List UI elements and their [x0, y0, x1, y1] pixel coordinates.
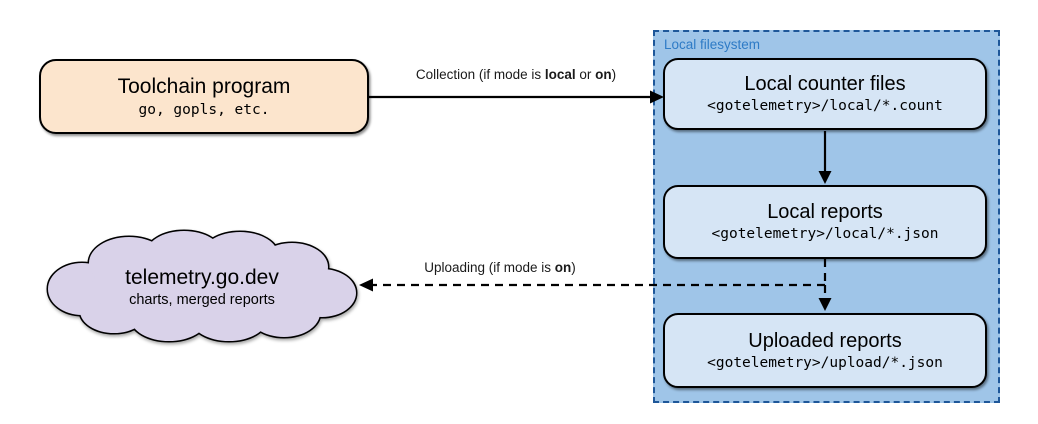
cloud-shape: [46, 229, 358, 343]
local-counter-files-path: <gotelemetry>/local/*.count: [707, 98, 943, 115]
uploading-label-bold-on: on: [554, 260, 572, 275]
uploading-label-text: Uploading (if mode is: [424, 260, 555, 275]
uploading-label-text: ): [571, 260, 576, 275]
collection-label-text: or: [575, 67, 596, 82]
local-reports-title: Local reports: [767, 201, 883, 224]
collection-arrow-label: Collection (if mode is local or on): [375, 67, 657, 82]
collection-label-bold-local: local: [544, 67, 576, 82]
local-reports-node: Local reports <gotelemetry>/local/*.json: [663, 185, 987, 259]
collection-label-text: ): [611, 67, 617, 82]
uploaded-reports-title: Uploaded reports: [748, 329, 902, 352]
toolchain-program-node: Toolchain program go, gopls, etc.: [39, 59, 369, 134]
uploaded-reports-node: Uploaded reports <gotelemetry>/upload/*.…: [663, 313, 987, 388]
local-counter-files-node: Local counter files <gotelemetry>/local/…: [663, 58, 987, 130]
local-reports-path: <gotelemetry>/local/*.json: [711, 226, 939, 243]
local-counter-files-title: Local counter files: [744, 73, 906, 96]
local-filesystem-group: Local filesystem Local counter files <go…: [653, 30, 1000, 403]
cloud-fill: [48, 231, 356, 341]
collection-label-text: Collection (if mode is: [415, 67, 545, 82]
collection-arrow: [369, 90, 664, 104]
local-filesystem-label: Local filesystem: [664, 37, 761, 52]
uploading-arrow-label: Uploading (if mode is on): [368, 260, 632, 275]
toolchain-title: Toolchain program: [117, 75, 291, 99]
collection-label-bold-on: on: [595, 67, 612, 82]
toolchain-subtitle: go, gopls, etc.: [138, 101, 270, 118]
uploaded-reports-path: <gotelemetry>/upload/*.json: [707, 354, 943, 371]
